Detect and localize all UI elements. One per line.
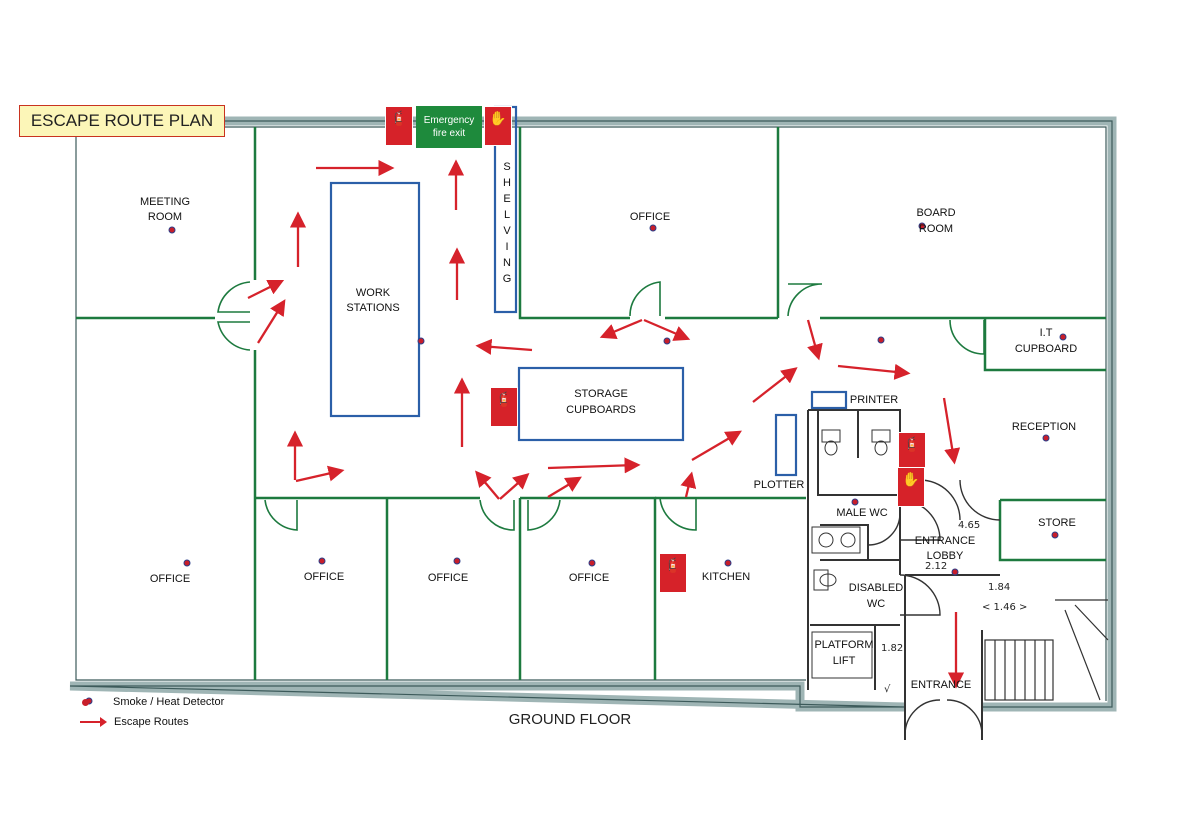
smoke-detector-icon [1051,531,1059,539]
escape-routes [247,159,965,689]
plan-title: ESCAPE ROUTE PLAN [19,105,225,137]
shelving-letter: I [505,241,508,253]
reception-label: RECEPTION [1012,421,1076,433]
escape-arrow [691,430,742,461]
smoke-detector-icon [318,557,326,565]
floor-label: GROUND FLOOR [508,711,632,728]
smoke-detector-icon [724,559,732,567]
office-top-label: OFFICE [630,211,670,223]
plotter-label: PLOTTER [754,479,805,491]
legend-detector-text: Smoke / Heat Detector [113,696,225,708]
shelving-letter: E [503,193,510,205]
smoke-detector-icon [168,226,176,234]
smoke-detector-icon [588,559,596,567]
fire-extinguisher-icon: 🧯 [490,387,518,427]
escape-arrow [599,318,643,339]
dimension-note: 1.82 [881,643,903,654]
fire-extinguisher-icon: 🧯 [385,106,413,146]
smoke-detector-icon [453,557,461,565]
escape-arrow-icon [80,717,107,727]
legend-detector: Smoke / Heat Detector [80,696,224,708]
smoke-detector-icon [663,337,671,345]
shelving-letter: V [503,225,511,237]
escape-arrow [499,472,530,500]
escape-arrow [942,397,961,465]
smoke-detector-icon [851,498,859,506]
smoke-detector-icon [918,222,926,230]
smoke-detector-icon [877,336,885,344]
escape-arrow [247,279,285,300]
entrance-label: ENTRANCE [911,679,972,691]
escape-arrow [295,465,345,483]
shelving-letter: N [503,257,511,269]
storage-cupboards [517,366,685,442]
escape-arrow [837,363,911,380]
escape-arrow [547,476,582,498]
office-bottom-left-label: OFFICE [150,573,190,585]
printer [810,390,848,410]
shelving-label: S H E L V I N G [503,161,512,285]
fire-extinguisher-icon: 🧯 [898,432,926,472]
interior-walls [76,127,1106,680]
lobby-doors [867,479,1001,736]
male-wc-label: MALE WC [836,507,887,519]
smoke-detector-icon [1059,333,1067,341]
smoke-detector-icon [82,698,89,706]
smoke-detector-icon [417,337,425,345]
escape-arrow [257,299,286,344]
door-swings [217,281,985,531]
smoke-detector-icon [951,568,959,576]
exit-sign-line2: fire exit [432,128,466,139]
shelving-letter: G [503,273,512,285]
exit-sign-line1: Emergency [423,115,475,126]
printer-label: PRINTER [850,394,898,406]
fire-alarm-point-icon: ✋ [484,106,512,146]
wc-walls [807,409,1000,740]
office-2-label: OFFICE [304,571,344,583]
fire-extinguisher-icon: 🧯 [659,553,687,593]
dimension-note: 4.65 [958,520,980,531]
legend-routes: Escape Routes [80,716,189,728]
sanitary-fittings [811,429,891,679]
smoke-detector-icon [183,559,191,567]
furniture [329,105,848,477]
escape-arrow [475,338,533,355]
shelving-letter: L [504,209,510,221]
store-label: STORE [1038,517,1076,529]
escape-arrow [475,470,500,500]
escape-arrow [547,457,641,474]
emergency-exit-sign: Emergency fire exit [416,106,482,148]
plotter [774,413,798,477]
dimension-note: √ [884,684,891,695]
handwritten-notes: 4.65 2.12 1.84 < 1.46 > 1.82 √ [881,520,1027,695]
escape-arrow [680,471,697,498]
shelving-letter: S [503,161,510,173]
escape-arrow [806,319,823,361]
dimension-note: 1.84 [988,582,1010,593]
office-3-label: OFFICE [428,572,468,584]
dimension-note: 2.12 [925,561,947,572]
work-stations-desk [329,181,421,418]
escape-arrow [752,367,798,403]
fire-alarm-point-icon: ✋ [897,467,925,507]
legend-routes-text: Escape Routes [114,716,189,728]
dimension-note: < 1.46 > [982,602,1027,613]
smoke-detector-icon [649,224,657,232]
shelving-letter: H [503,177,511,189]
office-4-label: OFFICE [569,572,609,584]
staircase [984,599,1109,701]
smoke-detector-icon [1042,434,1050,442]
escape-arrow [643,318,691,341]
kitchen-label: KITCHEN [702,571,750,583]
